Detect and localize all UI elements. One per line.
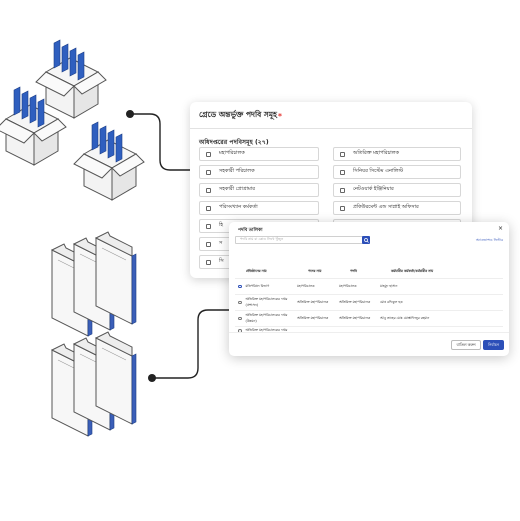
checkbox[interactable] bbox=[206, 241, 211, 247]
section-title: অধিদপ্তরের পদবিসমূহ (২৭) bbox=[199, 139, 269, 146]
confirm-button[interactable]: নির্বাচন bbox=[483, 340, 504, 350]
designation-item[interactable]: মহাপরিচালক bbox=[199, 147, 319, 161]
advanced-filter-link[interactable]: অ্যাডভান্সড ফিল্টার bbox=[475, 238, 503, 242]
designation-item[interactable]: অতিরিক্ত মহাপরিচালক bbox=[333, 147, 461, 161]
checkbox[interactable] bbox=[340, 205, 345, 211]
checkbox[interactable] bbox=[206, 151, 211, 157]
designation-item[interactable]: নেটওয়ার্ক ইঞ্জিনিয়ার bbox=[333, 183, 461, 197]
designation-item[interactable]: সহকারী প্রোগ্রামার bbox=[199, 183, 319, 197]
designation-item[interactable]: সহকারী পরিচালক bbox=[199, 165, 319, 179]
modal-footer-divider bbox=[229, 332, 509, 333]
connector-dot bbox=[126, 110, 134, 118]
panel-header: গ্রেডে অন্তর্ভুক্ত পদবি সমূহ * bbox=[190, 104, 472, 129]
modal-title: পদবি তালিকা bbox=[238, 228, 263, 233]
folder-icon bbox=[51, 331, 137, 437]
checkbox[interactable] bbox=[340, 187, 345, 193]
radio-button[interactable] bbox=[238, 300, 242, 305]
designation-item[interactable]: প্রকিউরমেন্ট এন্ড সাপ্লাই অফিসার bbox=[333, 201, 461, 215]
checkbox[interactable] bbox=[206, 205, 211, 211]
box-icon bbox=[73, 121, 145, 201]
connector-top bbox=[130, 113, 190, 171]
panel-title: গ্রেডে অন্তর্ভুক্ত পদবি সমূহ bbox=[199, 110, 277, 119]
column-header: পদের নাম bbox=[308, 269, 322, 273]
checkbox[interactable] bbox=[206, 169, 211, 175]
designation-modal: পদবি তালিকা × পদবি নাম বা কোড লিখে খুঁজু… bbox=[229, 222, 509, 356]
table-row[interactable]: অতিরিক্ত মহাপরিচালকের দপ্তর bbox=[235, 327, 503, 335]
close-icon[interactable]: × bbox=[497, 225, 503, 232]
table-row[interactable]: মন্ত্রিপরিষদ বিভাগ মহাপরিচালক মহাপরিচালক… bbox=[235, 279, 503, 295]
table-row[interactable]: অতিরিক্ত মহাপরিচালকের দপ্তর (উন্নয়ন) অত… bbox=[235, 311, 503, 327]
designation-item[interactable]: পরিসংখ্যান কর্মকর্তা bbox=[199, 201, 319, 215]
search-input[interactable]: পদবি নাম বা কোড লিখে খুঁজুন bbox=[235, 236, 363, 244]
connector-bottom bbox=[152, 309, 229, 379]
radio-button[interactable] bbox=[238, 316, 242, 321]
column-header: কর্মচারীর কর্মকর্তা/কর্মচারীর নাম bbox=[391, 269, 434, 273]
designation-item[interactable]: সিনিয়র সিস্টেম এনালিস্ট bbox=[333, 165, 461, 179]
checkbox[interactable] bbox=[206, 259, 211, 265]
box-icon bbox=[35, 39, 107, 119]
checkbox[interactable] bbox=[206, 187, 211, 193]
required-mark: * bbox=[277, 111, 282, 121]
folder-icon bbox=[51, 231, 137, 337]
search-button[interactable] bbox=[362, 236, 370, 244]
table-header: প্রতিষ্ঠানের নাম পদের নাম পদবি কর্মচারীর… bbox=[235, 266, 503, 279]
checkbox[interactable] bbox=[340, 169, 345, 175]
checkbox[interactable] bbox=[206, 223, 211, 229]
table-row[interactable]: অতিরিক্ত মহাপরিচালকের দপ্তর (প্রশাসন) অত… bbox=[235, 295, 503, 311]
radio-button[interactable] bbox=[238, 284, 242, 289]
checkbox[interactable] bbox=[340, 151, 345, 157]
search-icon bbox=[363, 237, 369, 243]
connector-dot bbox=[148, 374, 156, 382]
cancel-button[interactable]: বাতিল করুন bbox=[451, 340, 481, 350]
column-header: পদবি bbox=[350, 269, 357, 273]
designation-table: প্রতিষ্ঠানের নাম পদের নাম পদবি কর্মচারীর… bbox=[235, 266, 503, 335]
column-header: প্রতিষ্ঠানের নাম bbox=[246, 269, 267, 273]
